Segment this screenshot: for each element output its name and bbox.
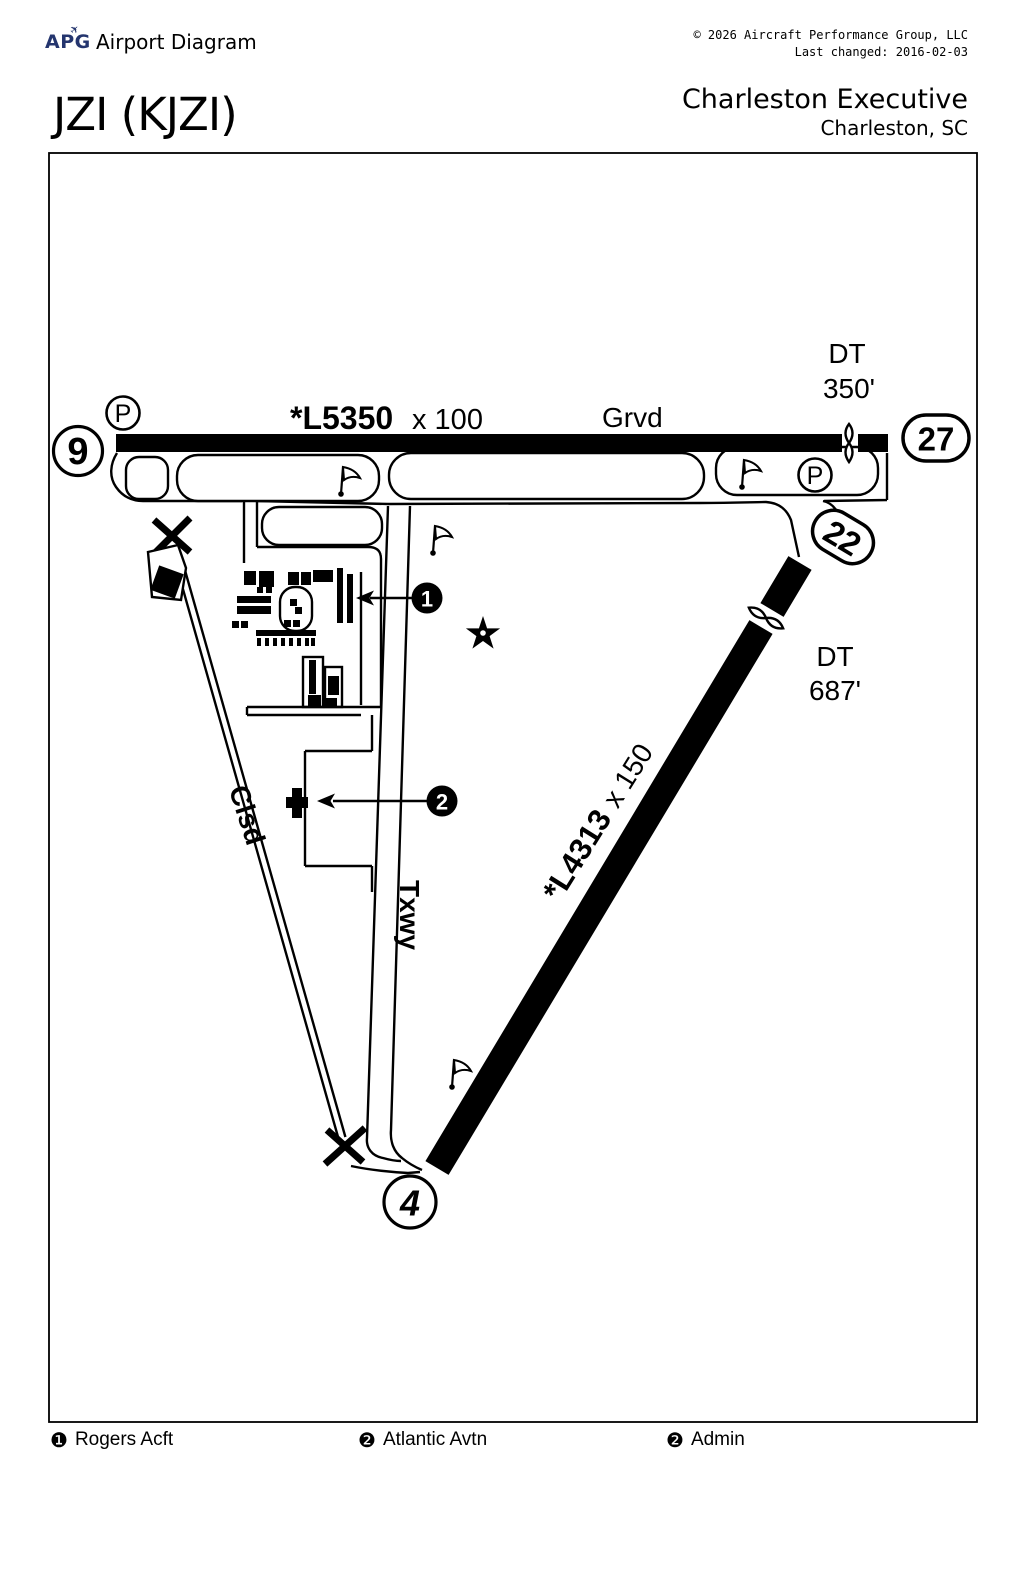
- runway-end-9: 9: [51, 424, 105, 478]
- runway-9-27-surface-label: Grvd: [602, 402, 663, 433]
- arrow-icon: [356, 590, 374, 606]
- dt-687-value: 687': [809, 675, 861, 706]
- diagram-border: [48, 152, 978, 1423]
- page-title: Airport Diagram: [96, 30, 257, 54]
- marker-2: 2: [286, 785, 458, 818]
- windsock-icon-1: [338, 465, 363, 497]
- dt-350-label: DT: [828, 338, 865, 369]
- legend-item-admin: ❷ Admin: [666, 1429, 745, 1451]
- copyright-line: © 2026 Aircraft Performance Group, LLC: [693, 28, 968, 42]
- svg-text:9: 9: [67, 431, 88, 473]
- windsock-icon-4: [449, 1058, 474, 1090]
- marker-1-number: 1: [421, 587, 433, 612]
- runway-9-27-width-label: x 100: [412, 404, 483, 436]
- marker-1: 1: [356, 582, 443, 614]
- legend-label: Atlantic Avtn: [382, 1429, 488, 1450]
- windsock-icon-2: [430, 524, 455, 556]
- apg-logo-text: APG: [45, 31, 91, 53]
- airport-diagram-canvas: 1 2 *L5350 x 100 Grvd DT 350' DT 687' *L…: [48, 152, 978, 1423]
- legend-item-rogers-acft: ❶ Rogers Acft: [50, 1429, 173, 1451]
- runway-9-27: [116, 422, 888, 465]
- star-icon: [465, 616, 501, 649]
- apron-building: [150, 565, 184, 599]
- marker-2-icon: ❷: [666, 1428, 684, 1452]
- legend-item-atlantic-avtn: ❷ Atlantic Avtn: [358, 1429, 487, 1451]
- apg-logo: APG ✈: [45, 21, 91, 53]
- legend-label: Rogers Acft: [74, 1429, 174, 1450]
- airport-city: Charleston, SC: [820, 116, 968, 140]
- closed-runway-label: Clsd: [223, 781, 271, 848]
- airport-code: JZI (KJZI): [53, 88, 238, 141]
- taxiway-label: Txwy: [394, 880, 425, 950]
- marker-2-number: 2: [436, 790, 448, 815]
- windsock-icon-3: [739, 458, 764, 490]
- runway-4-22: [425, 556, 812, 1175]
- runway-end-27: 27: [901, 413, 971, 463]
- taxiway-network: [110, 445, 889, 1175]
- svg-text:P: P: [115, 400, 132, 428]
- copyright-block: © 2026 Aircraft Performance Group, LLC L…: [693, 27, 968, 61]
- svg-text:27: 27: [918, 421, 955, 458]
- dt-687-label: DT: [816, 641, 853, 672]
- hangar-bar-2: [347, 574, 353, 623]
- marker-1-icon: ❶: [50, 1428, 68, 1452]
- dt-350-value: 350': [823, 373, 875, 404]
- marker-2-icon: ❷: [358, 1428, 376, 1452]
- last-changed: Last changed: 2016-02-03: [794, 45, 968, 59]
- buildings-cluster: [232, 568, 353, 709]
- hangar-bar-1: [337, 568, 343, 623]
- displaced-threshold-4-22: [747, 606, 785, 630]
- closed-x-south: [322, 1125, 368, 1167]
- svg-text:4: 4: [399, 1183, 420, 1224]
- airport-name: Charleston Executive: [681, 84, 968, 115]
- runway-9-27-length-label: *L5350: [290, 400, 393, 436]
- parking-symbol-east: P: [797, 457, 833, 493]
- legend-label: Admin: [690, 1429, 745, 1450]
- closed-runway: [146, 515, 368, 1167]
- svg-text:P: P: [807, 462, 824, 490]
- runway-end-4: 4: [382, 1174, 438, 1230]
- parking-symbol-west: P: [105, 395, 141, 431]
- displaced-threshold-9-27: [844, 422, 854, 465]
- arrow-icon: [317, 793, 335, 809]
- runway-end-22: 22: [810, 508, 876, 566]
